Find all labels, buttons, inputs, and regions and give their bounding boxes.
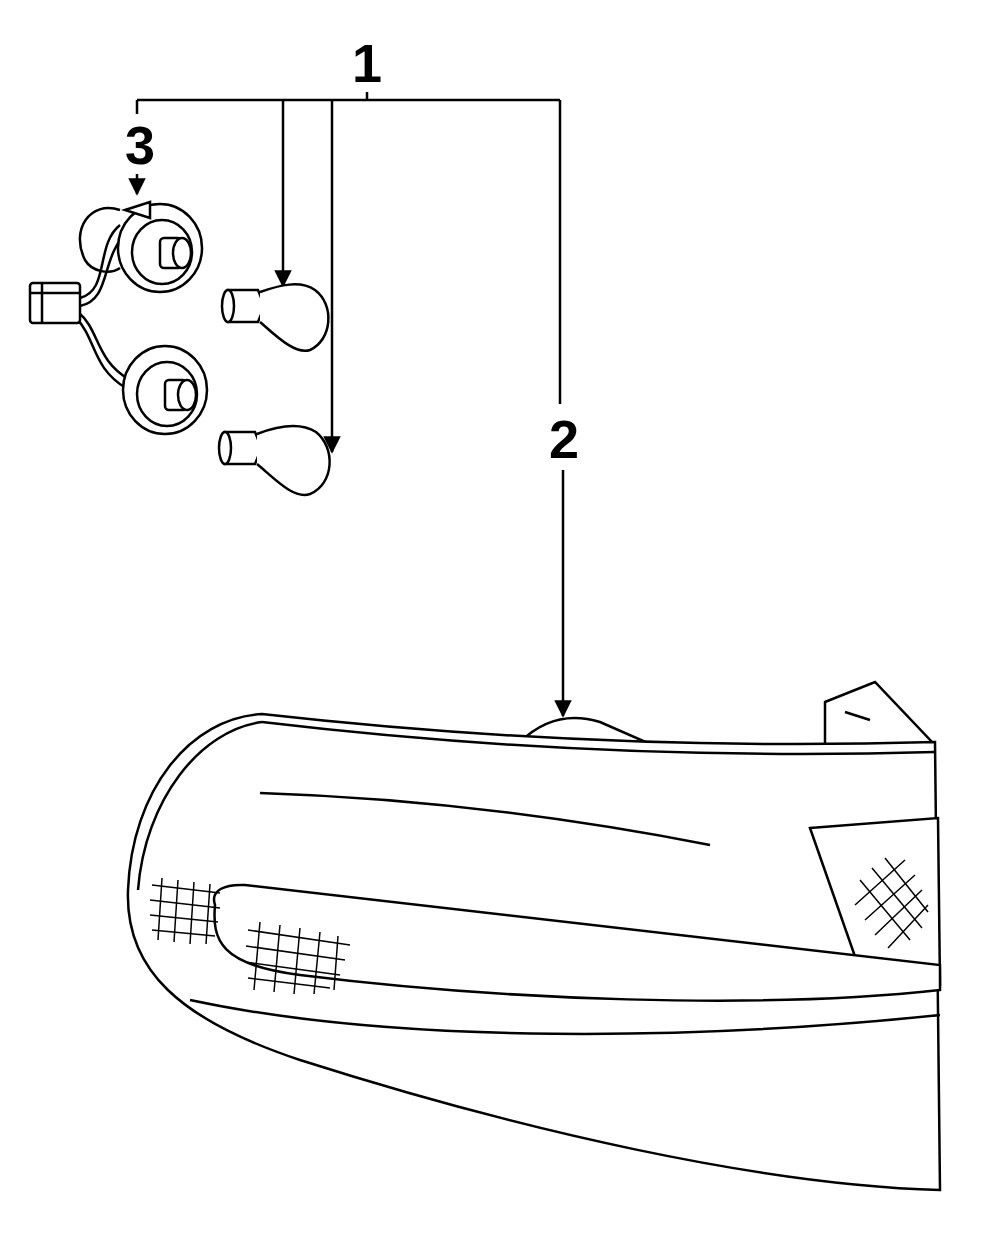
lamp-housing	[128, 682, 940, 1190]
callout-number: 2	[549, 412, 579, 466]
callout-number: 1	[352, 36, 382, 90]
socket-harness	[30, 202, 207, 434]
callout-number: 3	[125, 118, 155, 172]
bulbs	[219, 284, 330, 495]
lens-hatching	[150, 858, 928, 994]
